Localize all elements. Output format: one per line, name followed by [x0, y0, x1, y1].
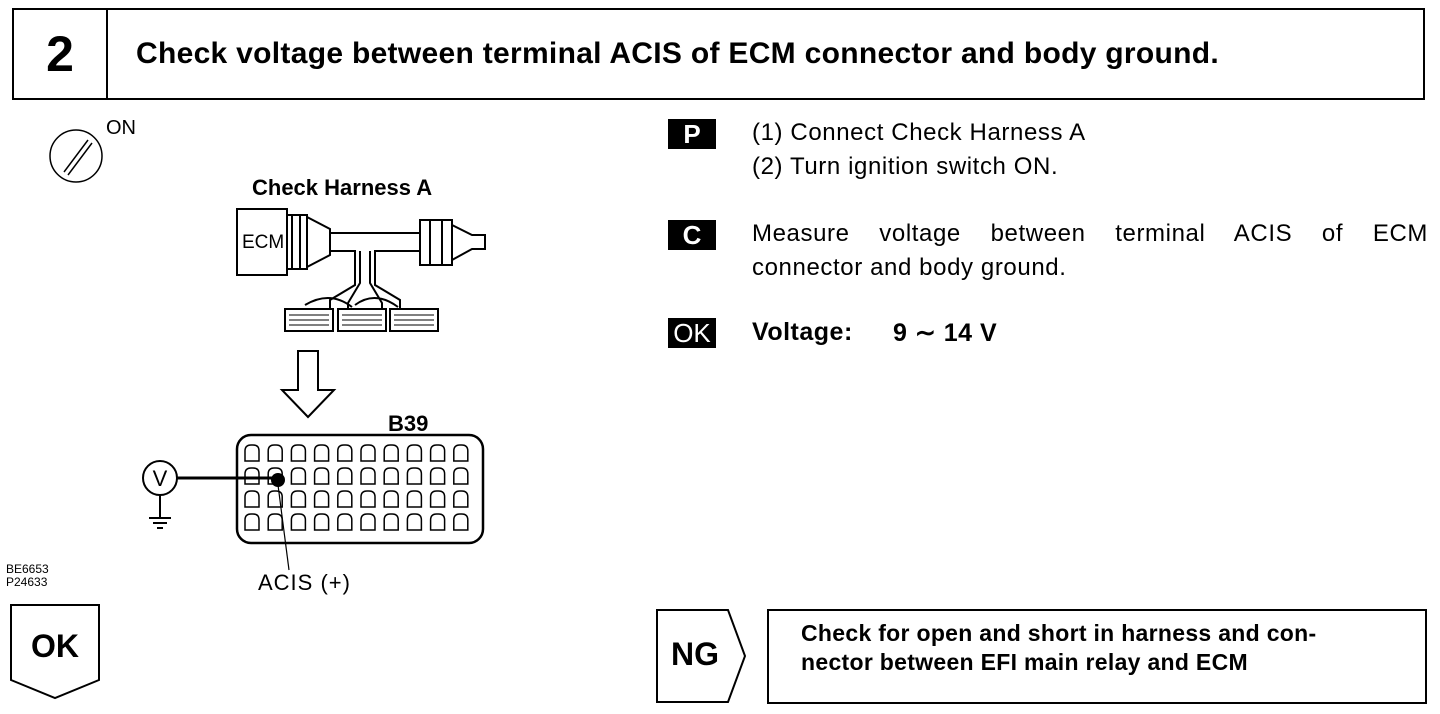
connector-pin: [337, 513, 353, 531]
connector-pin: [406, 444, 423, 462]
connector-pin: [244, 513, 260, 531]
connector-pin: [453, 467, 469, 485]
ng-result-label: NG: [671, 636, 719, 672]
down-arrow-icon: [279, 350, 337, 419]
step-number: 2: [14, 10, 108, 98]
connector-pin: [360, 513, 376, 531]
connector-pin: [290, 444, 307, 462]
connector-pin: [429, 513, 446, 531]
check-text: Measure voltage between terminal ACIS of…: [752, 217, 1428, 285]
connector-pin: [406, 467, 423, 485]
check-text-line: Measure voltage between terminal ACIS of…: [752, 220, 1428, 247]
step-title: Check voltage between terminal ACIS of E…: [136, 37, 1220, 70]
ng-action-box: Check for open and short in harness and …: [767, 609, 1427, 704]
connector-pin: [429, 490, 446, 508]
connector-pin: [337, 444, 353, 462]
check-tag: C: [668, 220, 716, 250]
connector-pin: [290, 490, 307, 508]
connector-pin: [313, 467, 330, 485]
figure-code: BE6653: [6, 562, 49, 576]
ecm-label: ECM: [242, 232, 285, 253]
connector-pin: [360, 467, 376, 485]
connector-pin: [313, 444, 330, 462]
ok-result-badge: [10, 604, 100, 700]
connector-pin: [429, 467, 446, 485]
check-harness-icon: [236, 208, 486, 332]
connector-pin: [429, 444, 446, 462]
connector-pin: [406, 513, 423, 531]
ecm-connector-b39: [235, 433, 485, 545]
ok-tag: OK: [668, 318, 716, 348]
connector-pin: [337, 467, 353, 485]
ok-result-label: OK: [31, 628, 79, 664]
connector-pin: [453, 513, 469, 531]
connector-pin: [383, 444, 399, 462]
ok-criteria-value: 9 ∼ 14 V: [893, 319, 998, 347]
acis-leader-line: [277, 484, 290, 571]
step-header: 2 Check voltage between terminal ACIS of…: [12, 8, 1425, 100]
wiring-diagram: [49, 129, 486, 571]
connector-label: B39: [388, 411, 429, 436]
connector-pin: [313, 490, 330, 508]
connector-pin: [383, 513, 399, 531]
connector-pin: [244, 444, 260, 462]
prep-step: (1) Connect Check Harness A: [752, 119, 1086, 146]
connector-pin: [337, 490, 353, 508]
voltmeter-symbol: V: [152, 466, 168, 491]
ok-criteria-label: Voltage:: [752, 318, 853, 346]
prep-step: (2) Turn ignition switch ON.: [752, 153, 1059, 180]
acis-terminal: [271, 473, 285, 487]
connector-pin: [267, 513, 283, 531]
connector-pin: [244, 467, 260, 485]
ignition-key-icon: [49, 129, 103, 183]
connector-pin: [290, 467, 307, 485]
figure-code: P24633: [6, 575, 48, 589]
connector-pin: [313, 513, 330, 531]
connector-pin: [406, 490, 423, 508]
connector-pin: [360, 444, 376, 462]
connector-pin: [360, 490, 376, 508]
connector-pin: [244, 490, 260, 508]
ng-action-text: Check for open and short in harness and …: [801, 619, 1316, 677]
connector-pin: [453, 444, 469, 462]
connector-pin: [383, 490, 399, 508]
connector-pin: [290, 513, 307, 531]
prep-steps: (1) Connect Check Harness A (2) Turn ign…: [752, 116, 1086, 184]
harness-connector-pins: [289, 314, 434, 326]
ng-action-line: nector between EFI main relay and ECM: [801, 649, 1248, 675]
check-text-line: connector and body ground.: [752, 254, 1067, 281]
ignition-on-label: ON: [106, 117, 136, 139]
voltmeter-icon: [142, 460, 278, 518]
ng-action-line: Check for open and short in harness and …: [801, 620, 1317, 646]
harness-label: Check Harness A: [252, 175, 433, 200]
connector-pin: [383, 467, 399, 485]
ground-icon: [149, 517, 171, 529]
ng-result-badge: [656, 609, 747, 703]
connector-pin: [453, 490, 469, 508]
connector-pin: [267, 444, 283, 462]
terminal-label: ACIS (+): [258, 570, 351, 595]
prep-tag: P: [668, 119, 716, 149]
